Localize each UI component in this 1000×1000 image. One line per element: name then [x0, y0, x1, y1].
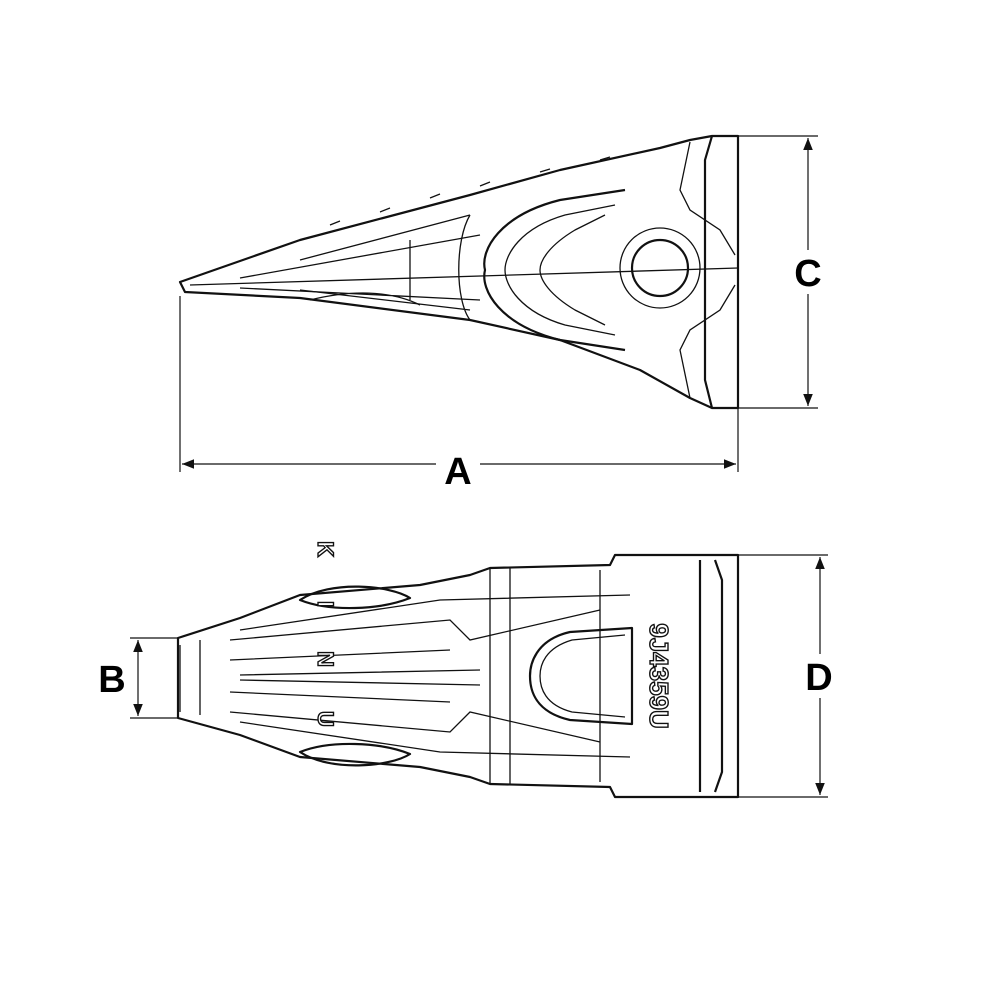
dimension-c-label: C	[794, 253, 821, 295]
dimension-d-label: D	[805, 657, 832, 699]
dimension-a-label: A	[444, 451, 471, 493]
dimension-b: B	[98, 637, 178, 719]
pin-hole	[630, 238, 690, 298]
side-view	[178, 134, 740, 410]
u-pocket-outer	[483, 188, 626, 352]
dimension-c: C	[738, 135, 828, 409]
u-recess	[528, 626, 634, 726]
brand-marking: KINU	[313, 541, 338, 771]
part-number-marking: 9J4359U	[644, 623, 674, 729]
top-view: KINU 9J4359U	[176, 540, 740, 799]
dimension-b-label: B	[98, 659, 125, 701]
dimension-a: A	[179, 296, 739, 493]
dimension-d: D	[738, 554, 842, 798]
